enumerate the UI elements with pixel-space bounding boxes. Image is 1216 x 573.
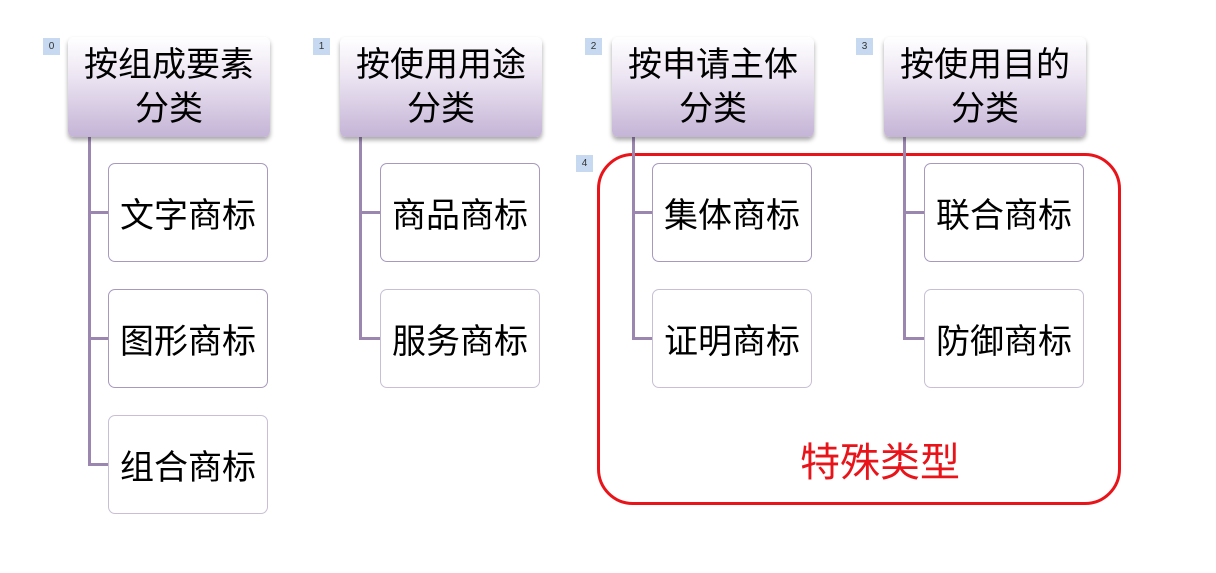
group-2-header-line1: 按申请主体 bbox=[628, 45, 798, 85]
group-0-branch-1 bbox=[88, 337, 110, 340]
group-0-badge: 0 bbox=[43, 38, 60, 55]
group-3-header: 按使用目的 分类 bbox=[884, 37, 1086, 137]
group-0-branch-0 bbox=[88, 211, 110, 214]
group-0-child-0: 文字商标 bbox=[108, 163, 268, 262]
group-0-child-1: 图形商标 bbox=[108, 289, 268, 388]
group-1-header-line2: 分类 bbox=[407, 89, 475, 129]
group-3-badge: 3 bbox=[856, 38, 873, 55]
group-3-branch-1 bbox=[903, 337, 925, 340]
group-0-trunk bbox=[88, 136, 91, 466]
group-1-header: 按使用用途 分类 bbox=[340, 37, 542, 137]
group-3-child-0: 联合商标 bbox=[924, 163, 1084, 262]
group-1-branch-0 bbox=[359, 211, 381, 214]
group-2-branch-0 bbox=[632, 211, 654, 214]
group-2-child-0: 集体商标 bbox=[652, 163, 812, 262]
group-0-header-line1: 按组成要素 bbox=[84, 45, 254, 85]
group-2-branch-1 bbox=[632, 337, 654, 340]
group-3-branch-0 bbox=[903, 211, 925, 214]
group-3-child-1: 防御商标 bbox=[924, 289, 1084, 388]
group-1-trunk bbox=[359, 136, 362, 340]
group-0-child-2: 组合商标 bbox=[108, 415, 268, 514]
group-1-branch-1 bbox=[359, 337, 381, 340]
special-type-frame bbox=[597, 153, 1121, 505]
group-2-trunk bbox=[632, 136, 635, 340]
special-type-label: 特殊类型 bbox=[800, 440, 960, 486]
group-3-header-line1: 按使用目的 bbox=[900, 45, 1070, 85]
group-3-trunk bbox=[903, 136, 906, 340]
group-0-branch-2 bbox=[88, 463, 110, 466]
group-0-header-line2: 分类 bbox=[135, 89, 203, 129]
group-3-header-line2: 分类 bbox=[951, 89, 1019, 129]
group-2-header-line2: 分类 bbox=[679, 89, 747, 129]
group-2-badge: 2 bbox=[585, 38, 602, 55]
group-1-badge: 1 bbox=[313, 38, 330, 55]
group-1-header-line1: 按使用用途 bbox=[356, 45, 526, 85]
group-1-child-1: 服务商标 bbox=[380, 289, 540, 388]
group-2-header: 按申请主体 分类 bbox=[612, 37, 814, 137]
group-0-header: 按组成要素 分类 bbox=[68, 37, 270, 137]
group-1-child-0: 商品商标 bbox=[380, 163, 540, 262]
group-2-child-1: 证明商标 bbox=[652, 289, 812, 388]
special-badge: 4 bbox=[576, 155, 593, 172]
